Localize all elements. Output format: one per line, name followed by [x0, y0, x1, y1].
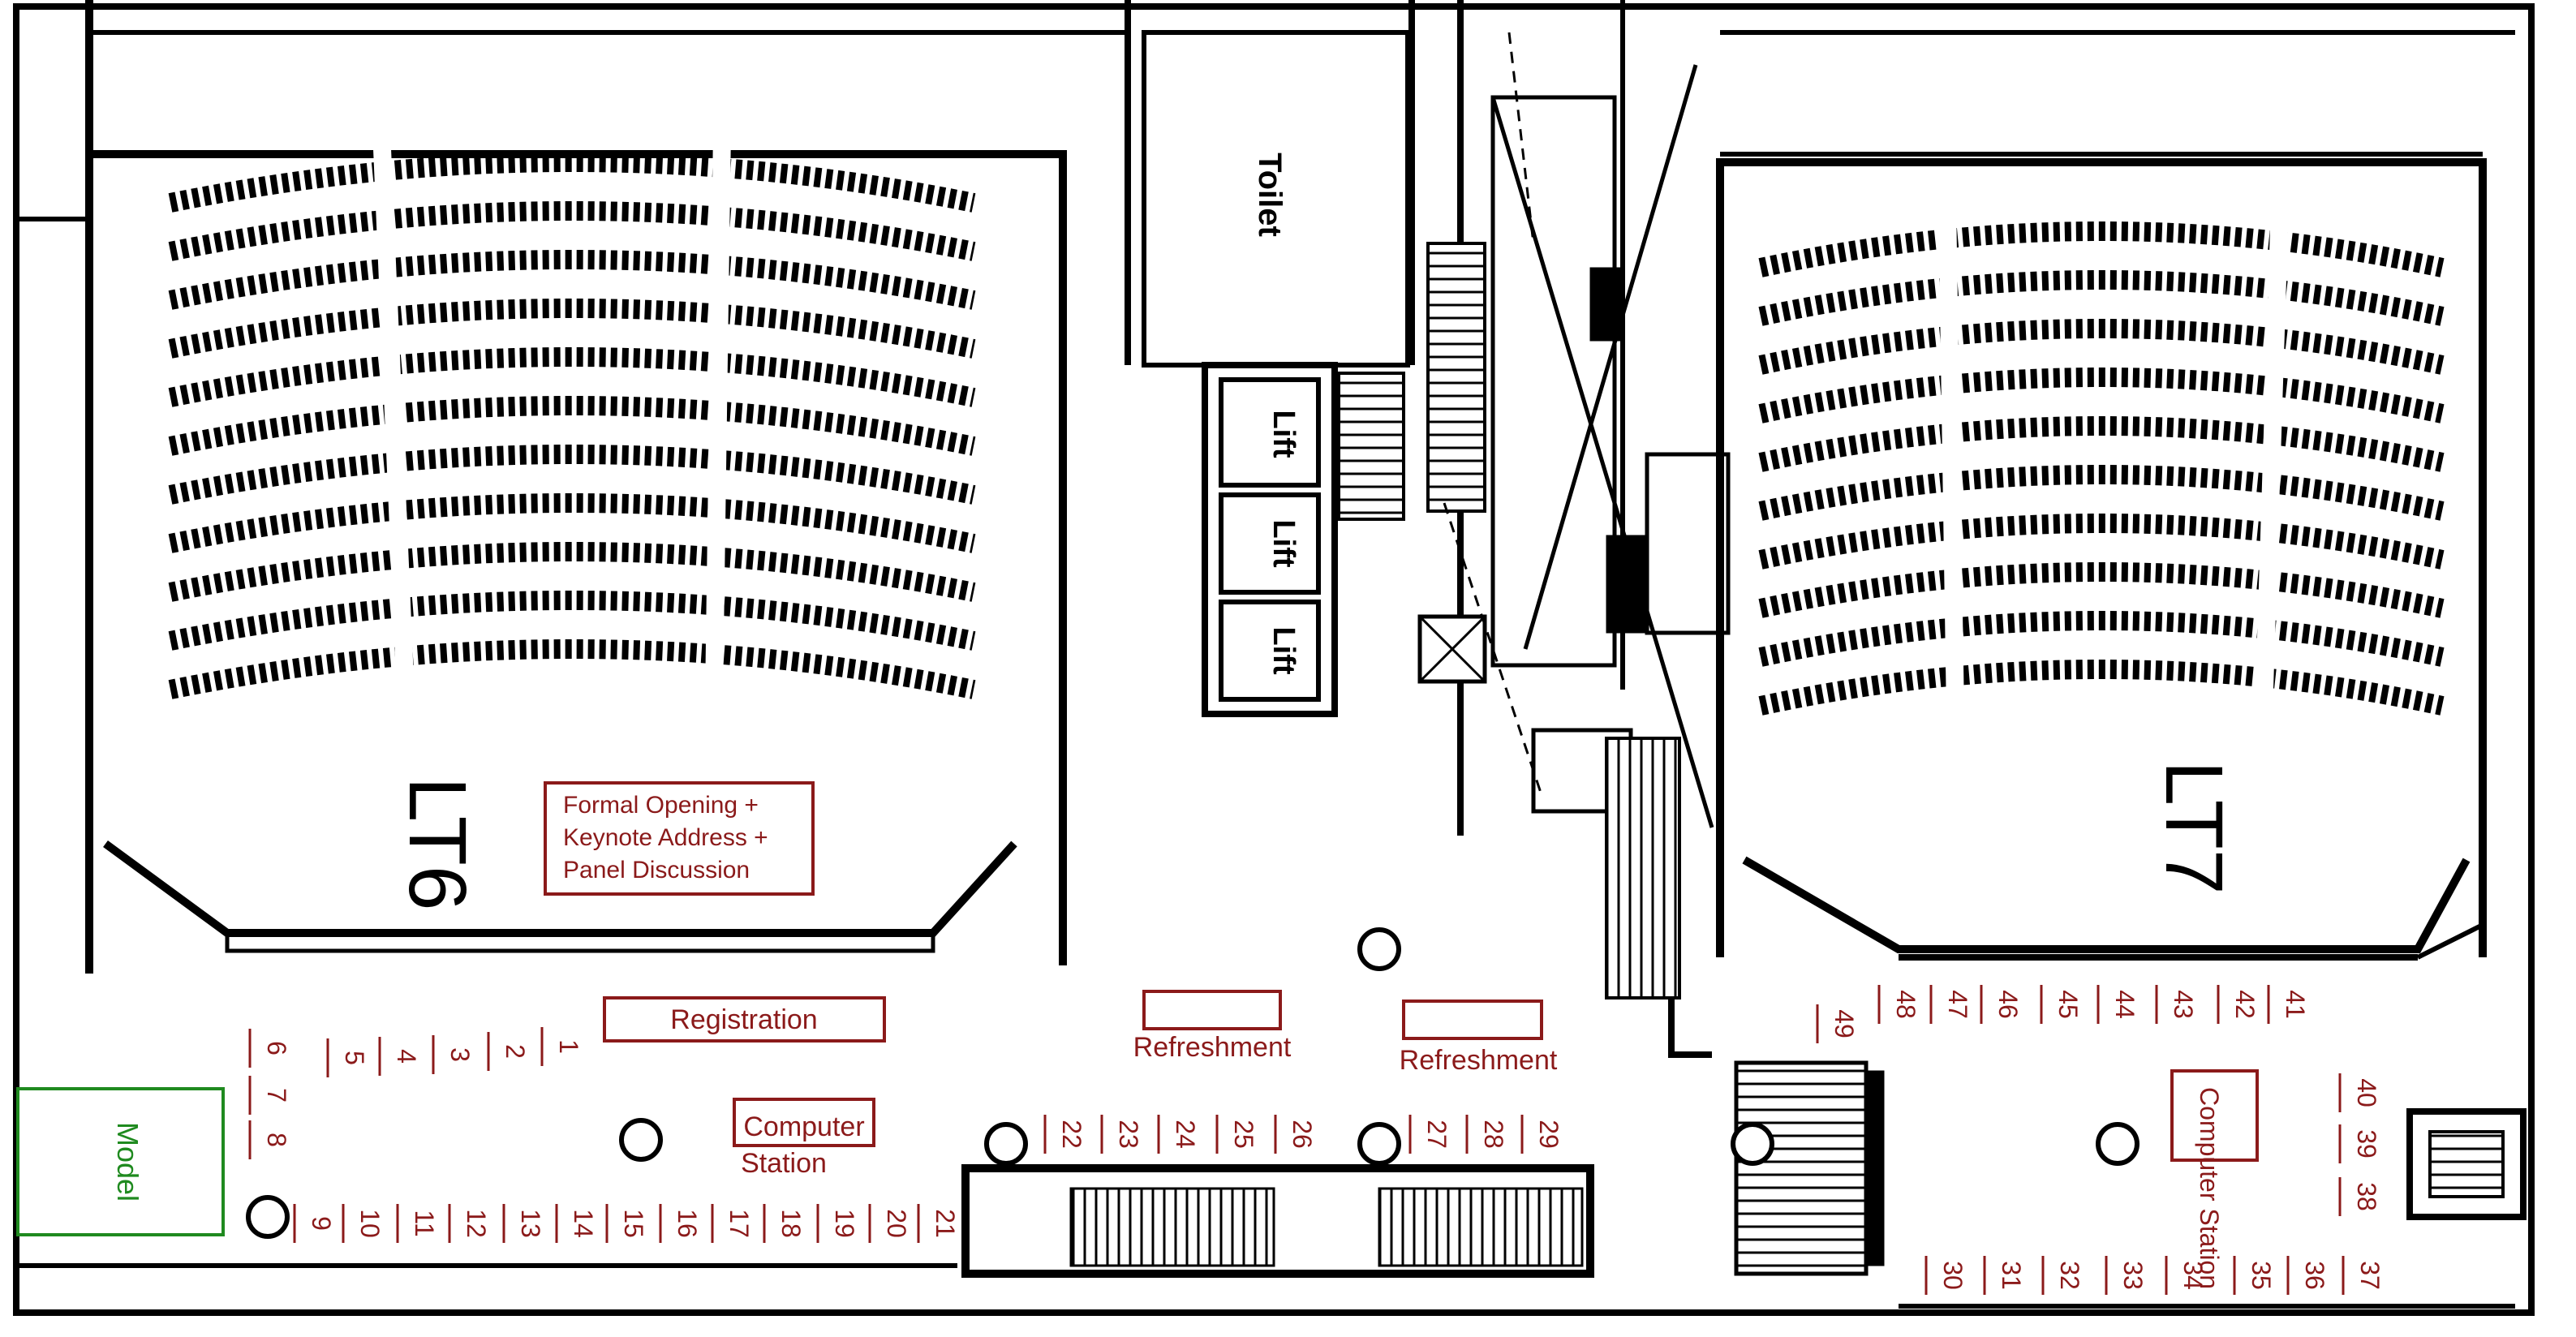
lt6-aisles [372, 129, 731, 699]
booth-number: 30 [1938, 1261, 1967, 1290]
booth-number: 7 [262, 1088, 291, 1103]
booth-number: 29 [1534, 1120, 1563, 1149]
booth-number: 9 [307, 1216, 336, 1231]
registration-desk [603, 996, 886, 1043]
booth-number: 5 [340, 1051, 369, 1065]
booth-number: 42 [2230, 990, 2260, 1019]
booth-number: 43 [2169, 990, 2198, 1019]
booth-number: 6 [262, 1041, 291, 1055]
booth-number: 25 [1229, 1120, 1258, 1149]
columns [246, 927, 2139, 1239]
model-label: Model [111, 1122, 144, 1202]
refreshment-label-1: Refreshment [1133, 1032, 1292, 1063]
booth-number: 20 [882, 1209, 911, 1238]
lift-block [1202, 242, 1487, 717]
booth-number: 10 [355, 1209, 385, 1238]
hall-label-lt6: LT6 [392, 777, 483, 911]
lt7-aisles [1938, 202, 2289, 715]
formal-opening-line-1: Formal Opening + [563, 792, 759, 819]
refreshment-label-2: Refreshment [1400, 1045, 1558, 1076]
computer-station-right [2170, 1069, 2259, 1162]
booth-number: 23 [1114, 1120, 1143, 1149]
escalators [961, 1060, 1885, 1278]
booth-number: 46 [1993, 990, 2023, 1019]
registration-label: Registration [670, 1004, 817, 1035]
tech-area [1443, 32, 1731, 1000]
station-label-left: Station [741, 1148, 827, 1179]
booth-number: 32 [2055, 1261, 2084, 1290]
booth-number: 22 [1057, 1120, 1086, 1149]
formal-opening-box [544, 781, 815, 896]
booth-number: 13 [516, 1209, 545, 1238]
booth-number: 2 [501, 1044, 530, 1059]
walls [13, 0, 2535, 1316]
booth-number: 41 [2281, 990, 2310, 1019]
booth-number: 35 [2247, 1261, 2276, 1290]
booth-number: 3 [445, 1047, 475, 1062]
computer-station-label-right: Computer Station [2195, 1087, 2224, 1289]
computer-station-left [733, 1098, 875, 1147]
booth-number: 21 [931, 1209, 960, 1238]
booth-number: 36 [2300, 1261, 2329, 1290]
booth-number: 17 [725, 1209, 754, 1238]
booth-number: 37 [2355, 1261, 2385, 1290]
lt6-front-rail [225, 931, 935, 953]
booth-number: 39 [2352, 1129, 2381, 1159]
lift-label-1: Lift [1266, 410, 1301, 458]
booth-number: 26 [1288, 1120, 1317, 1149]
booth-number: 49 [1830, 1009, 1859, 1038]
refreshment-table-2 [1402, 1000, 1543, 1040]
booth-number: 4 [392, 1049, 421, 1064]
lt7-stage [1742, 856, 2471, 953]
booth-number: 40 [2352, 1078, 2381, 1107]
refreshment-table-1 [1142, 990, 1282, 1030]
booth-number: 14 [569, 1209, 598, 1238]
computer-label-left: Computer [743, 1111, 864, 1142]
booth-number: 47 [1943, 990, 1972, 1019]
booth-number: 15 [619, 1209, 648, 1238]
booth-number: 33 [2118, 1261, 2148, 1290]
lt7-seating [1758, 221, 2445, 716]
lift-label-3: Lift [1266, 626, 1301, 674]
booth-number: 8 [262, 1133, 291, 1147]
booth-number: 12 [462, 1209, 491, 1238]
booth-number: 19 [830, 1209, 859, 1238]
formal-opening-line-2: Keynote Address + [563, 824, 768, 851]
booth-number: 44 [2110, 990, 2139, 1019]
model-area [16, 1087, 225, 1236]
booth-number: 48 [1891, 990, 1920, 1019]
booth-number: 1 [554, 1039, 583, 1054]
booth-number: 38 [2352, 1182, 2381, 1211]
formal-opening-line-3: Panel Discussion [563, 857, 750, 883]
booth-number: 28 [1479, 1120, 1508, 1149]
lift-label-2: Lift [1266, 519, 1301, 567]
lt6-seating [168, 153, 976, 699]
booth-number: 16 [673, 1209, 702, 1238]
right-stair-inner [2428, 1130, 2505, 1198]
booth-number: 27 [1422, 1120, 1451, 1149]
toilet-label: Toilet [1252, 153, 1288, 237]
booth-number: 34 [2178, 1261, 2208, 1290]
booth-number: 11 [410, 1210, 439, 1236]
booth-number: 18 [776, 1209, 806, 1238]
booth-number: 45 [2053, 990, 2083, 1019]
hall-label-lt7: LT7 [2148, 761, 2239, 895]
booth-number: 31 [1997, 1261, 2026, 1290]
booth-number: 24 [1171, 1120, 1200, 1149]
